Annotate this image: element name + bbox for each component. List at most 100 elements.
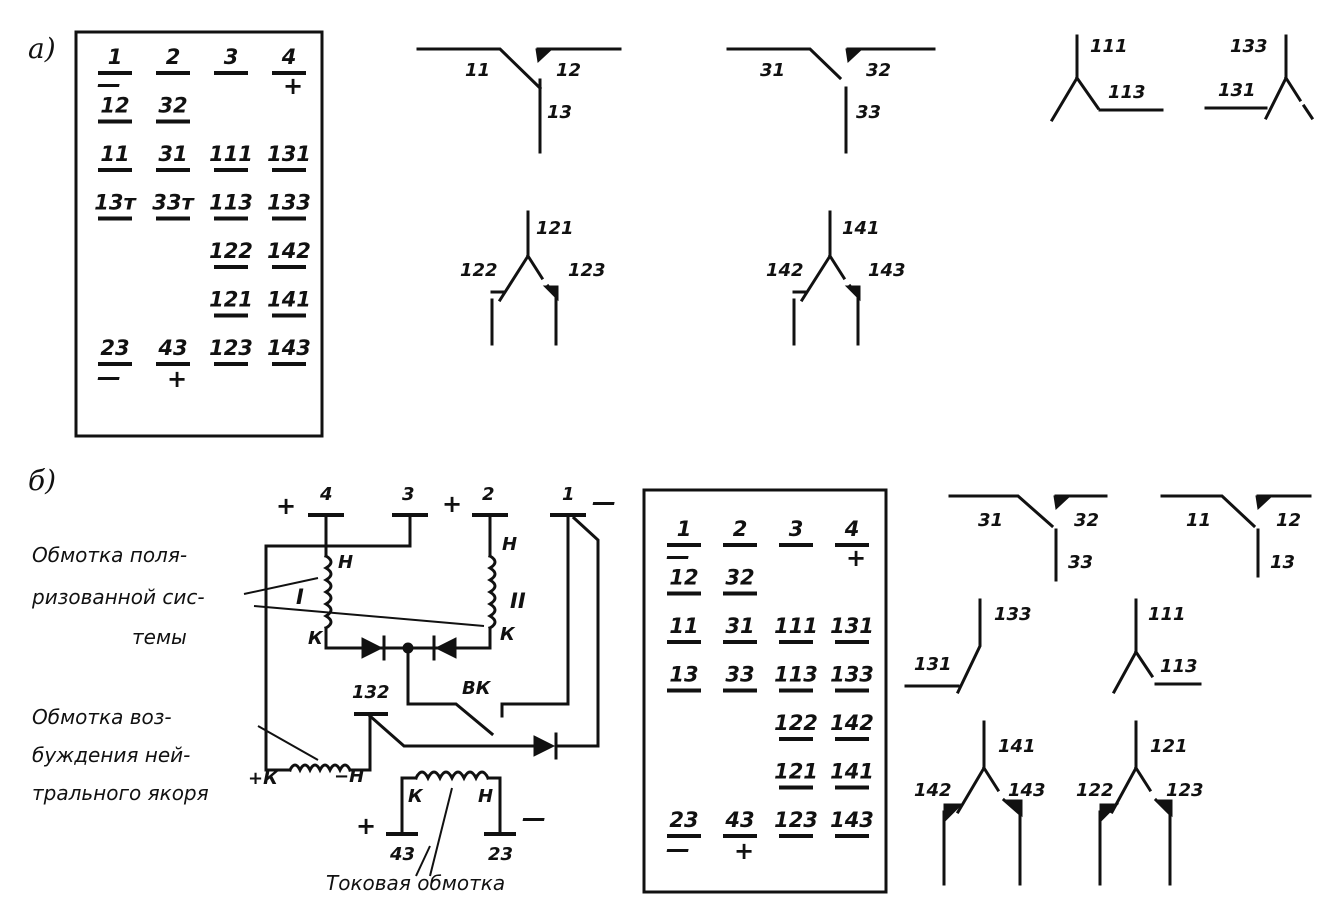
terminal-3-label: 3 <box>402 484 415 505</box>
table-b-cell-r6-c0: 23 <box>669 808 698 832</box>
contact-a6-top-label: 141 <box>842 218 880 239</box>
table-a-plus-sign-bottom: + <box>167 365 187 393</box>
contact-b3: 133 131 <box>904 598 1032 695</box>
coil-II-k-label: К <box>500 624 516 645</box>
plus-sign-43: + <box>356 812 376 840</box>
coil-I-label: I <box>296 585 304 609</box>
table-b-plus-sign-top: + <box>846 544 866 572</box>
table-b-cell-r6-c2: 123 <box>774 808 818 832</box>
contact-b5-top-label: 141 <box>998 736 1036 757</box>
vk-label: ВК <box>462 678 492 699</box>
contact-b2-no-label: 13 <box>1270 552 1295 573</box>
excitation-coil <box>287 763 353 774</box>
coil-I-n-label: Н <box>338 552 353 573</box>
table-b-cell-r3-c2: 113 <box>774 663 818 687</box>
table-a-minus-sign-top: — <box>97 70 121 98</box>
contact-b1-common-label: 31 <box>978 510 1003 531</box>
excitation-caption-l1: Обмотка воз- <box>32 705 172 729</box>
contact-b1-nc-label: 32 <box>1074 510 1099 531</box>
current-coil <box>413 770 491 782</box>
table-b-cell-r5-c2: 121 <box>774 760 818 784</box>
circuit-schematic: 4 3 2 1 + + — 132 <box>31 484 616 895</box>
contact-a5-right-label: 123 <box>568 260 606 281</box>
contact-a6: 141 142 143 <box>766 210 906 346</box>
contact-a1-no-label: 13 <box>547 102 572 123</box>
contact-b3-a-label: 133 <box>994 604 1032 625</box>
table-b-cell-r3-c3: 133 <box>830 663 874 687</box>
table-b-cell-r1-c1: 32 <box>725 566 754 590</box>
plus-sign-2: + <box>442 490 462 518</box>
table-a-cell-r0-c0: 1 <box>108 45 123 69</box>
contact-b6-left-label: 122 <box>1076 780 1114 801</box>
contact-b4-b-label: 113 <box>1160 656 1198 677</box>
contact-a5-left-label: 122 <box>460 260 498 281</box>
terminal-1-label: 1 <box>562 484 575 505</box>
diode-3 <box>533 735 556 757</box>
table-a-cell-r1-c0: 12 <box>100 94 129 118</box>
table-a-cell-r0-c1: 2 <box>166 45 181 69</box>
contact-b5-right-label: 143 <box>1008 780 1046 801</box>
terminal-132-label: 132 <box>352 682 390 703</box>
contact-a1-nc-label: 12 <box>556 60 581 81</box>
coil-I-k-label: К <box>308 628 324 649</box>
minus-sign-1: — <box>592 488 616 516</box>
current-coil-n-label: Н <box>478 786 493 807</box>
table-a-cell-r4-c3: 142 <box>267 239 311 263</box>
table-b-border <box>642 488 888 894</box>
contact-b1-no-label: 33 <box>1068 552 1093 573</box>
contact-b4: 111 113 <box>1111 598 1202 695</box>
coil-II <box>487 553 497 631</box>
table-b-cell-r0-c1: 2 <box>733 517 748 541</box>
section-a-label: а) <box>28 32 56 65</box>
contact-b4-a-label: 111 <box>1148 604 1186 625</box>
terminal-23-label: 23 <box>488 844 513 865</box>
contact-b5-left-label: 142 <box>914 780 952 801</box>
terminal-4-label: 4 <box>319 484 333 505</box>
table-b-cell-r2-c3: 131 <box>830 614 874 638</box>
table-a-cell-r6-c3: 143 <box>267 336 311 360</box>
table-a-cell-r2-c3: 131 <box>267 142 311 166</box>
contact-a6-right-label: 143 <box>868 260 906 281</box>
contact-b6-top-label: 121 <box>1150 736 1188 757</box>
table-b-cell-r3-c0: 13 <box>669 663 698 687</box>
table-a-cell-r3-c3: 133 <box>267 191 311 215</box>
diode-1 <box>361 637 384 659</box>
contact-b1: 31 32 33 <box>948 494 1108 582</box>
table-a-cell-r2-c2: 111 <box>209 142 253 166</box>
polarized-caption-l3: темы <box>132 625 187 649</box>
section-b-label: б) <box>28 464 56 497</box>
table-a-cell-r1-c1: 32 <box>158 94 187 118</box>
table-b-cell-r6-c3: 143 <box>830 808 874 832</box>
table-b-plus-sign-bottom: + <box>734 837 754 865</box>
table-b-cell-r1-c0: 12 <box>669 566 698 590</box>
contact-a2: 31 32 33 <box>726 47 936 154</box>
coil-II-n-label: Н <box>502 534 517 555</box>
excitation-caption-l3: трального якоря <box>32 781 209 805</box>
contact-b2-nc-label: 12 <box>1276 510 1301 531</box>
coil-I <box>323 553 333 631</box>
table-b-minus-sign-top: — <box>666 542 690 570</box>
coil-II-label: II <box>510 589 526 613</box>
excitation-caption-l2: буждения ней- <box>32 743 190 767</box>
table-a-cell-r2-c1: 31 <box>158 142 187 166</box>
table-a-cell-r0-c2: 3 <box>224 45 239 69</box>
table-a-minus-sign-bottom: — <box>97 363 121 391</box>
table-b-cell-r5-c3: 141 <box>830 760 874 784</box>
table-a-cell-r6-c0: 23 <box>100 336 129 360</box>
contact-a2-common-label: 31 <box>760 60 785 81</box>
table-b-cell-r2-c2: 111 <box>774 614 818 638</box>
table-b-cell-r0-c0: 1 <box>677 517 692 541</box>
table-a-cell-r3-c0: 13т <box>94 191 137 215</box>
contact-a4-b-label: 131 <box>1218 80 1256 101</box>
table-a-cell-r6-c1: 43 <box>157 336 187 360</box>
contact-a4: 133 131 <box>1204 34 1315 121</box>
table-a-cell-r3-c1: 33т <box>152 191 195 215</box>
contact-b5: 141 142 143 <box>914 720 1046 886</box>
contact-a5: 121 122 123 <box>460 210 606 346</box>
table-b-cell-r6-c1: 43 <box>724 808 754 832</box>
current-coil-k-label: К <box>408 786 424 807</box>
table-a-plus-sign-top: + <box>283 72 303 100</box>
table-a-cell-r0-c3: 4 <box>281 45 297 69</box>
